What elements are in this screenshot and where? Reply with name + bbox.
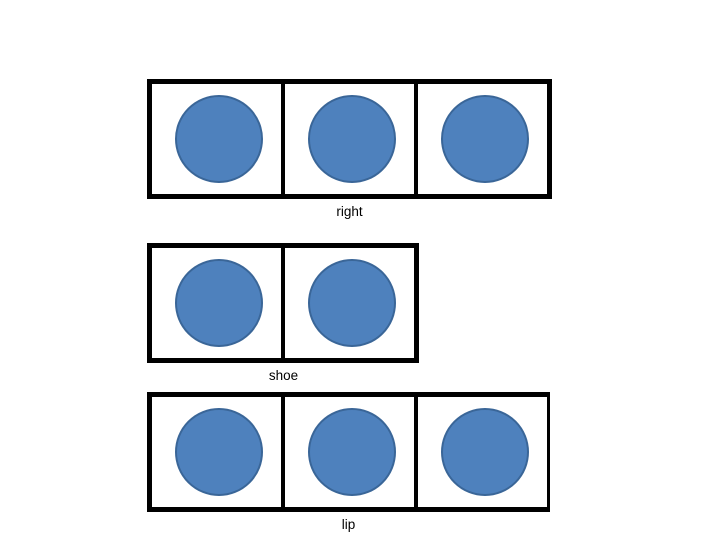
group-label-shoe: shoe xyxy=(268,368,299,383)
circle-icon xyxy=(440,408,529,496)
shape-cell[interactable] xyxy=(285,248,414,358)
group-label-right: right xyxy=(336,204,363,219)
circle-icon xyxy=(307,259,396,347)
shape-group-lip: lip xyxy=(147,392,550,534)
shape-cell[interactable] xyxy=(285,397,414,507)
shape-cell[interactable] xyxy=(418,397,547,507)
circle-icon xyxy=(440,95,529,183)
shape-cell[interactable] xyxy=(152,84,281,194)
circle-icon xyxy=(307,408,396,496)
shape-cell[interactable] xyxy=(152,397,281,507)
shape-group-right: right xyxy=(147,79,552,221)
shape-row xyxy=(147,392,550,512)
shape-row xyxy=(147,79,552,199)
shape-group-shoe: shoe xyxy=(147,243,420,385)
circle-icon xyxy=(174,408,263,496)
shape-cell[interactable] xyxy=(152,248,281,358)
circle-icon xyxy=(174,259,263,347)
shape-row xyxy=(147,243,419,363)
circle-icon xyxy=(307,95,396,183)
circle-icon xyxy=(174,95,263,183)
shape-cell[interactable] xyxy=(418,84,547,194)
shape-cell[interactable] xyxy=(285,84,414,194)
group-label-lip: lip xyxy=(341,517,356,532)
